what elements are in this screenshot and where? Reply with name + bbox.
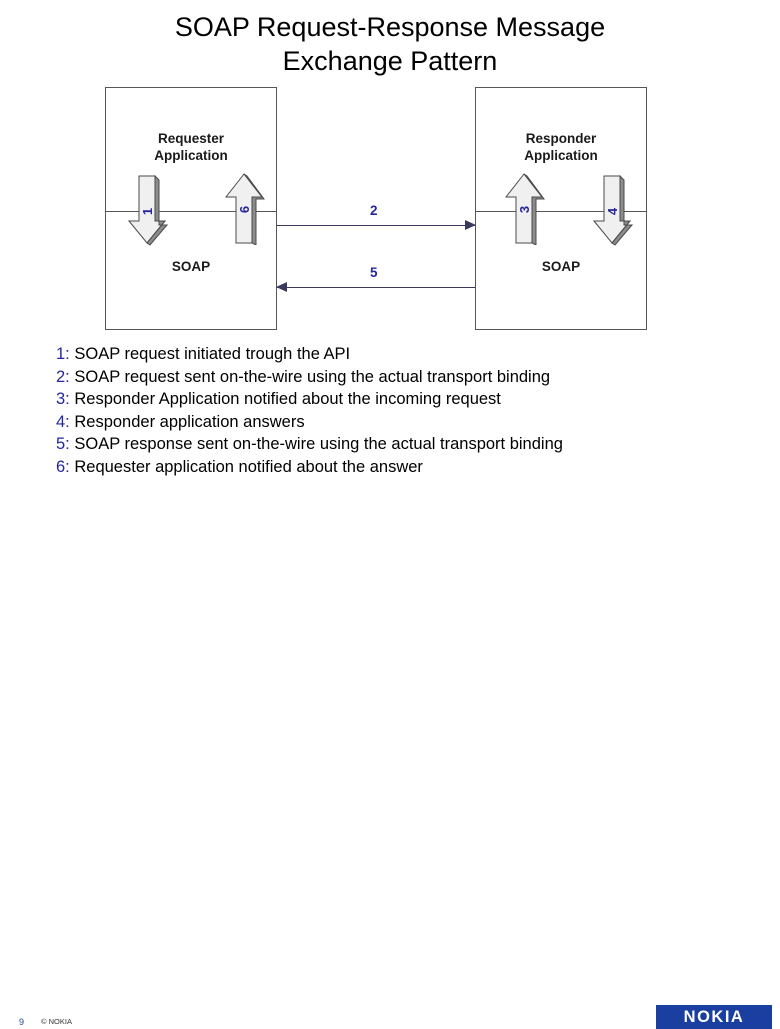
legend-key: 1: bbox=[56, 345, 70, 363]
block-arrow-4: 4 bbox=[593, 175, 633, 247]
page-title-line-1: SOAP Request-Response Message bbox=[174, 12, 606, 42]
block-arrow-1: 1 bbox=[128, 175, 168, 247]
up-arrow-icon bbox=[225, 173, 265, 245]
responder-soap-label: SOAP bbox=[541, 259, 581, 274]
block-arrow-1-label: 1 bbox=[140, 207, 156, 215]
responder-box-divider bbox=[476, 211, 646, 212]
list-item: 6: Requester application notified about … bbox=[56, 456, 756, 479]
legend-key: 6: bbox=[56, 457, 70, 476]
legend-key: 4: bbox=[56, 412, 70, 431]
block-arrow-3: 3 bbox=[505, 173, 545, 245]
arrowhead-right-icon bbox=[465, 220, 476, 230]
list-item: 3: Responder Application notified about … bbox=[56, 388, 756, 411]
legend-text: SOAP request sent on-the-wire using the … bbox=[74, 367, 551, 386]
legend-text: Responder Application notified about the… bbox=[74, 390, 501, 408]
legend-text: SOAP response sent on-the-wire using the… bbox=[74, 435, 563, 453]
down-arrow-icon bbox=[593, 175, 633, 246]
page-title-line-2: Exchange Pattern bbox=[282, 46, 498, 76]
list-item: 4: Responder application answers bbox=[56, 411, 756, 434]
block-arrow-4-label: 4 bbox=[605, 207, 621, 215]
requester-soap-label: SOAP bbox=[171, 259, 211, 274]
connector-arrow-2 bbox=[277, 220, 476, 230]
block-arrow-6: 6 bbox=[225, 173, 265, 245]
legend-text: SOAP request initiated trough the API bbox=[74, 345, 351, 363]
requester-box-divider bbox=[106, 211, 276, 212]
nokia-logo: NOKIA bbox=[656, 1005, 772, 1029]
connector-arrow-5-label: 5 bbox=[370, 265, 378, 280]
block-arrow-3-label: 3 bbox=[517, 205, 533, 213]
list-item: 2: SOAP request sent on-the-wire using t… bbox=[56, 366, 756, 389]
connector-arrow-2-label: 2 bbox=[370, 203, 378, 218]
up-arrow-icon bbox=[505, 173, 545, 245]
legend-text: Responder application answers bbox=[74, 412, 305, 431]
connector-arrow-5 bbox=[276, 282, 475, 292]
soap-exchange-diagram: Requester Application SOAP 1 6 Responder… bbox=[0, 85, 780, 335]
copyright-notice: © NOKIA bbox=[41, 1017, 72, 1026]
responder-application-label: Responder Application bbox=[524, 131, 598, 163]
legend-key: 5: bbox=[56, 435, 70, 453]
slide-footer: 9 © NOKIA NOKIA bbox=[0, 497, 780, 1029]
legend-key: 3: bbox=[56, 390, 70, 408]
page-title: SOAP Request-Response Message Exchange P… bbox=[60, 10, 720, 78]
list-item: 5: SOAP response sent on-the-wire using … bbox=[56, 433, 756, 456]
legend-key: 2: bbox=[56, 367, 70, 386]
block-arrow-6-label: 6 bbox=[237, 205, 253, 213]
requester-application-label: Requester Application bbox=[154, 131, 228, 163]
legend-list: 1: SOAP request initiated trough the API… bbox=[56, 343, 756, 478]
down-arrow-icon bbox=[128, 175, 168, 246]
legend-text: Requester application notified about the… bbox=[74, 457, 423, 476]
list-item: 1: SOAP request initiated trough the API bbox=[56, 343, 756, 366]
arrowhead-left-icon bbox=[276, 282, 287, 292]
page-number: 9 bbox=[19, 1017, 25, 1027]
